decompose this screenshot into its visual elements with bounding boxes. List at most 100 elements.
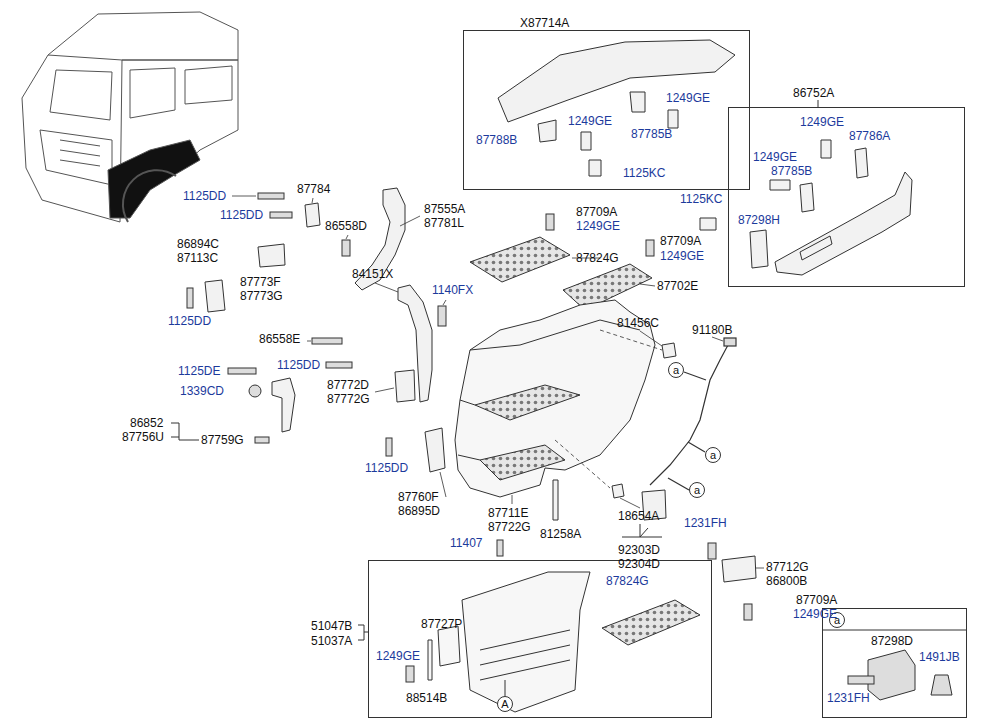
brackets bbox=[425, 428, 445, 472]
part-number: 1491JB bbox=[919, 650, 960, 664]
part-number: 1249GE bbox=[568, 114, 612, 128]
frame-lines bbox=[622, 524, 662, 537]
fasteners bbox=[187, 288, 193, 308]
side-trim-part bbox=[800, 183, 814, 212]
callout-number: 87772G bbox=[327, 392, 370, 406]
callout-number: 87113C bbox=[177, 251, 218, 265]
fasteners bbox=[270, 212, 292, 218]
callout-number: 1125DD bbox=[277, 358, 320, 372]
leader-lines bbox=[375, 283, 398, 292]
group-frame: X87714A1249GE1249GE87785B87788B1125KC bbox=[463, 30, 750, 190]
part-number: 87298D bbox=[871, 634, 913, 648]
fasteners bbox=[406, 666, 414, 682]
brackets bbox=[553, 480, 558, 520]
part-number: 1249GE bbox=[376, 649, 420, 663]
callout-number: 86558D bbox=[325, 219, 367, 233]
leader-lines bbox=[712, 337, 723, 341]
fasteners bbox=[438, 306, 446, 326]
wire-harness bbox=[684, 372, 706, 380]
top-trim-part bbox=[498, 40, 735, 176]
callout-number: 1125KC bbox=[680, 192, 722, 206]
top-trim-part bbox=[538, 120, 556, 142]
leader-lines bbox=[307, 341, 311, 342]
group-frame: 86752A1249GE87786A1249GE87785B87298H bbox=[728, 107, 965, 287]
fasteners bbox=[326, 362, 352, 368]
leader-lines bbox=[346, 235, 348, 239]
truck-sketch bbox=[40, 130, 112, 185]
truck-sketch bbox=[22, 55, 122, 222]
callout-number: 1125DD bbox=[183, 189, 226, 203]
part-number: 1231FH bbox=[827, 691, 870, 705]
brackets bbox=[272, 378, 295, 432]
truck-sketch bbox=[130, 68, 175, 118]
truck-sketch bbox=[50, 70, 112, 120]
side-trim-part bbox=[700, 140, 912, 275]
circle-marker: a bbox=[705, 447, 721, 463]
callout-number: 84151X bbox=[352, 267, 393, 281]
part-number: 87785B bbox=[631, 127, 672, 141]
brackets bbox=[662, 343, 676, 358]
part-number: 1125KC bbox=[623, 166, 665, 180]
reference-letter: a bbox=[690, 483, 704, 497]
circle-marker: a bbox=[668, 362, 684, 378]
fasteners bbox=[646, 240, 654, 256]
frame-lines bbox=[818, 100, 819, 107]
mats bbox=[470, 237, 570, 282]
callout-number: 87759G bbox=[201, 433, 244, 447]
detail-a-parts bbox=[868, 650, 915, 700]
leader-lines bbox=[443, 300, 446, 305]
callout-number: 87555A bbox=[424, 202, 465, 216]
lower-step-box bbox=[505, 680, 506, 696]
leader-lines bbox=[620, 498, 640, 508]
truck-sketch bbox=[48, 12, 238, 60]
callout-number: 87711E bbox=[488, 506, 528, 520]
fasteners bbox=[342, 240, 350, 256]
leader-lines bbox=[600, 330, 662, 350]
callout-number: 87709A bbox=[796, 593, 837, 607]
callout-number: 1231FH bbox=[684, 516, 727, 530]
brackets bbox=[395, 370, 415, 402]
part-number: 87786A bbox=[849, 129, 890, 143]
callout-number: 86852 bbox=[130, 416, 163, 430]
reference-letter: a bbox=[669, 363, 683, 377]
brackets bbox=[205, 188, 756, 582]
truck-sketch bbox=[185, 66, 232, 104]
callout-number: 1249GE bbox=[576, 219, 620, 233]
brackets bbox=[612, 484, 624, 498]
fasteners bbox=[228, 368, 256, 374]
callout-number: 1125DD bbox=[365, 461, 408, 475]
step-body bbox=[475, 385, 580, 420]
callout-number: 87756U bbox=[122, 430, 164, 444]
callout-number: 1125DD bbox=[168, 314, 211, 328]
brackets bbox=[305, 203, 320, 227]
side-trim-part bbox=[821, 140, 831, 158]
wire-harness bbox=[668, 478, 689, 490]
leader-lines bbox=[375, 388, 394, 392]
circle-marker: a bbox=[689, 482, 705, 498]
callout-number: 92304D bbox=[618, 557, 660, 571]
callout-number: 1125DD bbox=[220, 208, 263, 222]
frame-lines bbox=[822, 630, 967, 631]
frame-lines bbox=[171, 100, 967, 640]
detail-a-parts bbox=[931, 675, 952, 695]
leader-lines bbox=[756, 568, 764, 569]
side-trim-part bbox=[775, 172, 912, 275]
callout-number: 11407 bbox=[450, 536, 482, 550]
callout-number: 87702E bbox=[657, 279, 698, 293]
truck-sketch bbox=[22, 12, 238, 222]
group-frame: 51047B51037A87727P1249GE88514B87824G bbox=[368, 560, 712, 718]
wire-harness bbox=[688, 442, 705, 452]
brackets bbox=[258, 244, 285, 267]
part-number: 51037A bbox=[311, 634, 352, 648]
part-number: 1249GE bbox=[800, 115, 844, 129]
side-trim-part bbox=[750, 230, 768, 268]
part-number: 86752A bbox=[793, 86, 834, 100]
callout-number: 1339CD bbox=[180, 384, 224, 398]
callout-number: 18654A bbox=[618, 509, 659, 523]
callout-number: 87781L bbox=[424, 216, 464, 230]
part-number: 1249GE bbox=[666, 91, 710, 105]
top-trim-part bbox=[589, 160, 601, 176]
leader-lines bbox=[555, 440, 610, 488]
callout-number: 87824G bbox=[576, 251, 619, 265]
callout-number: 1140FX bbox=[432, 283, 473, 297]
